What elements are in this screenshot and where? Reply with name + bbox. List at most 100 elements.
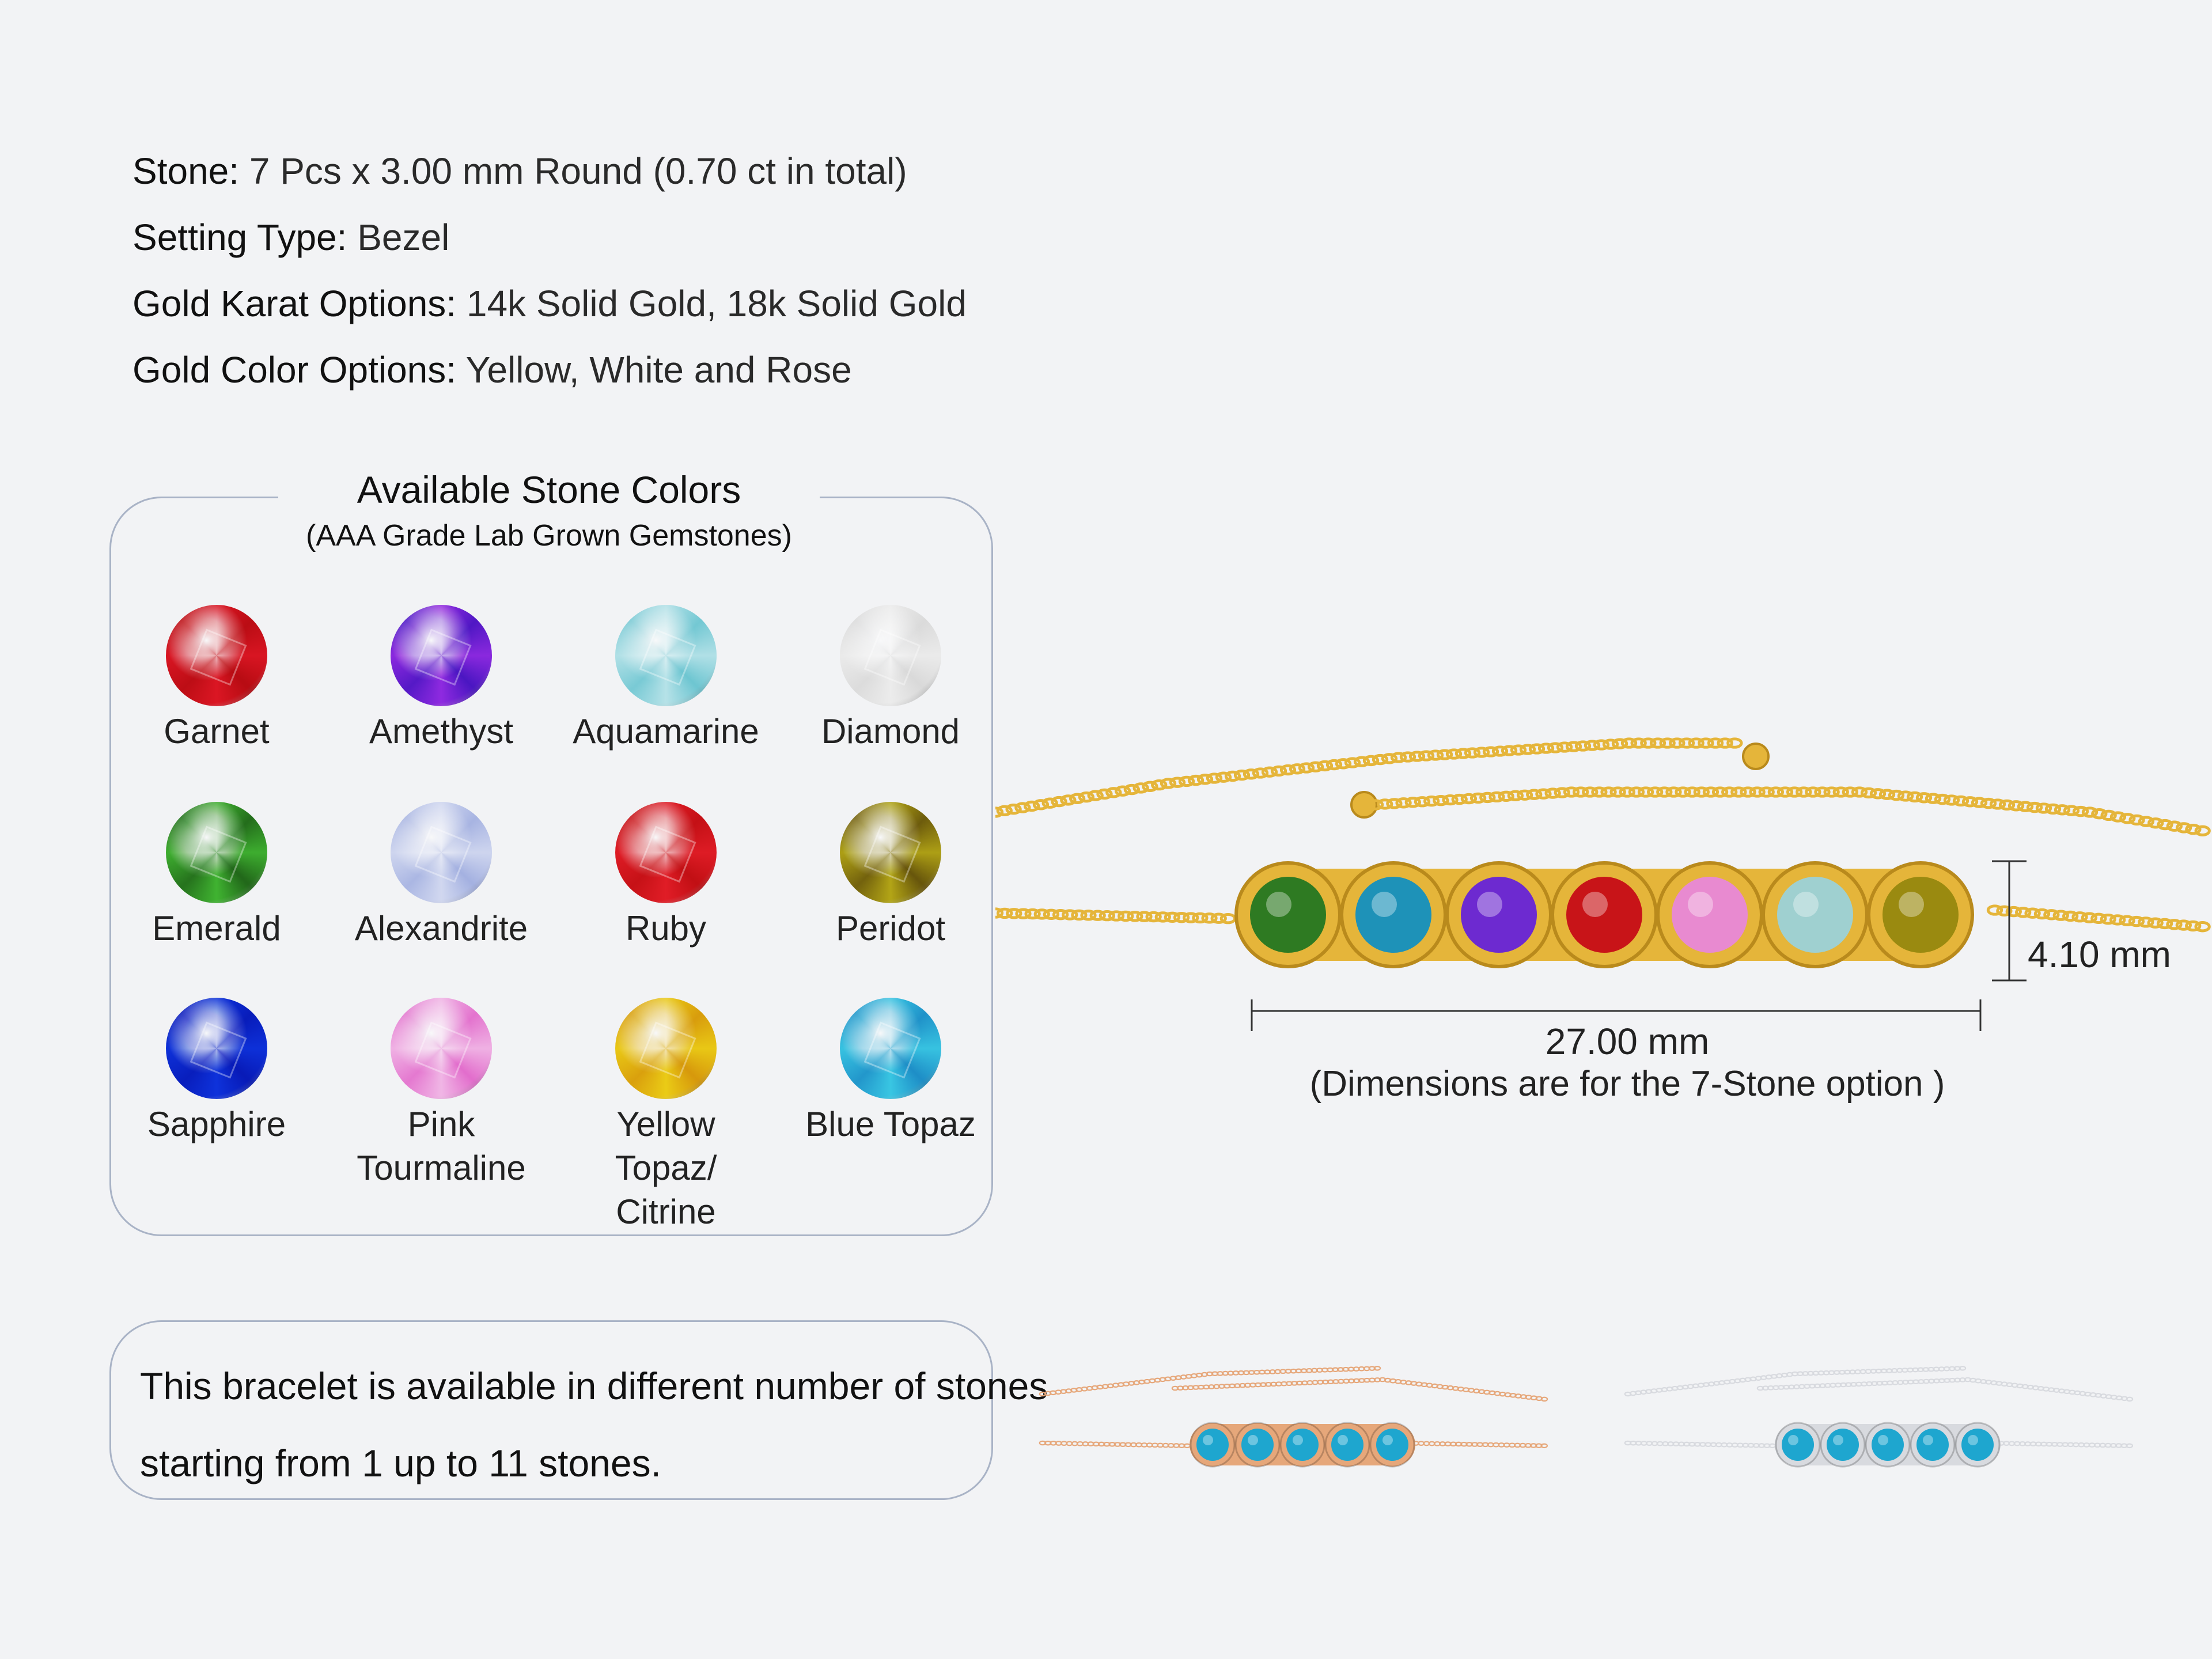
- stone-highlight: [1899, 892, 1924, 917]
- stone-name: Yellow Topaz/Citrine: [615, 1105, 717, 1231]
- gemstone-icon: [391, 605, 492, 706]
- product-specs: Stone: 7 Pcs x 3.00 mm Round (0.70 ct in…: [132, 138, 967, 403]
- stone-swatch: Peridot: [787, 802, 994, 950]
- stone-highlight: [1582, 892, 1608, 917]
- stone-name: Ruby: [625, 909, 707, 948]
- variant-stone: [1827, 1429, 1859, 1461]
- spec-color: Gold Color Options: Yellow, White and Ro…: [132, 337, 967, 403]
- stone-panel-title: Available Stone Colors: [357, 468, 741, 511]
- bezel-stone: [1566, 877, 1642, 953]
- gemstone-icon: [166, 998, 267, 1099]
- variant-stone: [1961, 1429, 1994, 1461]
- spec-stone-value: 7 Pcs x 3.00 mm Round (0.70 ct in total): [249, 150, 907, 192]
- upper-chain: [995, 737, 1743, 818]
- width-value: 27.00 mm: [1545, 1021, 1710, 1062]
- stone-swatch: Yellow Topaz/Citrine: [562, 998, 770, 1234]
- stone-colors-panel: Available Stone Colors (AAA Grade Lab Gr…: [109, 464, 994, 1236]
- stone-name: Alexandrite: [354, 909, 528, 948]
- stone-highlight: [1793, 892, 1819, 917]
- stone-highlight: [1266, 892, 1291, 917]
- bezel-stone: [1883, 877, 1959, 953]
- clasp-ring: [1742, 743, 1770, 770]
- spec-setting: Setting Type: Bezel: [132, 204, 967, 271]
- variant-stone-highlight: [1968, 1435, 1978, 1445]
- stone-name: Peridot: [835, 909, 946, 948]
- stone-name: Amethyst: [369, 712, 514, 751]
- stone-swatch: Blue Topaz: [787, 998, 994, 1146]
- gemstone-icon: [615, 998, 717, 1099]
- variant-stone: [1286, 1429, 1319, 1461]
- stone-swatch: Alexandrite: [338, 802, 545, 950]
- stone-panel-subtitle: (AAA Grade Lab Grown Gemstones): [306, 519, 792, 552]
- variant-stone-highlight: [1338, 1435, 1348, 1445]
- spec-karat-value: 14k Solid Gold, 18k Solid Gold: [466, 283, 967, 324]
- stone-swatch: Sapphire: [113, 998, 320, 1146]
- gemstone-icon: [840, 998, 941, 1099]
- spec-color-label: Gold Color Options:: [132, 349, 457, 391]
- left-chain: [995, 907, 1237, 925]
- variant-stone-highlight: [1833, 1435, 1843, 1445]
- variant-right-chain: [1981, 1440, 2134, 1449]
- variant-stone: [1196, 1429, 1229, 1461]
- variant-stone: [1376, 1429, 1408, 1461]
- variant-stone-highlight: [1248, 1435, 1258, 1445]
- stone-highlight: [1477, 892, 1502, 917]
- stone-highlight: [1372, 892, 1397, 917]
- stone-name: Sapphire: [147, 1105, 286, 1143]
- stone-name: Emerald: [152, 909, 281, 948]
- gemstone-icon: [840, 605, 941, 706]
- info-line-1: This bracelet is available in different …: [140, 1365, 1048, 1407]
- spec-stone-label: Stone:: [132, 150, 240, 192]
- gemstone-icon: [615, 605, 717, 706]
- stone-count-info: This bracelet is available in different …: [109, 1320, 1048, 1500]
- spec-color-value: Yellow, White and Rose: [465, 349, 852, 391]
- stone-swatch: Garnet: [113, 605, 320, 753]
- variant-upper-chain: [1624, 1366, 1967, 1397]
- stone-name: Diamond: [821, 712, 960, 751]
- variant-right-chain: [1396, 1440, 1548, 1449]
- spec-karat-label: Gold Karat Options:: [132, 283, 457, 324]
- variant-stone: [1916, 1429, 1949, 1461]
- width-dimension: 27.00 mm (Dimensions are for the 7-Stone…: [1210, 1020, 2045, 1105]
- dimension-note: (Dimensions are for the 7-Stone option ): [1309, 1064, 1945, 1104]
- variant-left-chain: [1624, 1440, 1777, 1449]
- bezel-stone: [1672, 877, 1748, 953]
- variant-stone-highlight: [1293, 1435, 1303, 1445]
- variant-stone: [1331, 1429, 1363, 1461]
- bezel-stone: [1777, 877, 1853, 953]
- stone-name: Aquamarine: [573, 712, 759, 751]
- variant-stone-highlight: [1878, 1435, 1888, 1445]
- bezel-stone: [1355, 877, 1431, 953]
- variant-left-chain: [1039, 1440, 1191, 1449]
- spec-karat: Gold Karat Options: 14k Solid Gold, 18k …: [132, 271, 967, 337]
- gemstone-icon: [166, 802, 267, 903]
- rose-gold-variant-image: [1039, 1366, 1548, 1468]
- spec-stone: Stone: 7 Pcs x 3.00 mm Round (0.70 ct in…: [132, 138, 967, 204]
- stone-highlight: [1688, 892, 1713, 917]
- bezel-stone: [1461, 877, 1537, 953]
- variant-stone-highlight: [1788, 1435, 1798, 1445]
- stone-name: Garnet: [164, 712, 270, 751]
- gemstone-icon: [840, 802, 941, 903]
- stone-swatch: Ruby: [562, 802, 770, 950]
- stone-swatch: Diamond: [787, 605, 994, 753]
- variant-stone: [1782, 1429, 1814, 1461]
- bezel-stone: [1250, 877, 1326, 953]
- gemstone-icon: [391, 802, 492, 903]
- variant-middle-chain: [1756, 1377, 2134, 1402]
- variant-stone: [1241, 1429, 1274, 1461]
- right-chain: [1986, 904, 2211, 933]
- spec-setting-label: Setting Type:: [132, 217, 347, 258]
- variant-stone-highlight: [1923, 1435, 1933, 1445]
- stone-swatch: Aquamarine: [562, 605, 770, 753]
- stone-swatch: Emerald: [113, 802, 320, 950]
- middle-chain: [1367, 786, 2211, 836]
- variant-middle-chain: [1171, 1377, 1548, 1402]
- stone-name: Blue Topaz: [805, 1105, 976, 1143]
- variant-stone-highlight: [1203, 1435, 1213, 1445]
- gemstone-icon: [391, 998, 492, 1099]
- height-value: 4.10 mm: [2028, 934, 2171, 975]
- clasp-ring: [1350, 791, 1378, 819]
